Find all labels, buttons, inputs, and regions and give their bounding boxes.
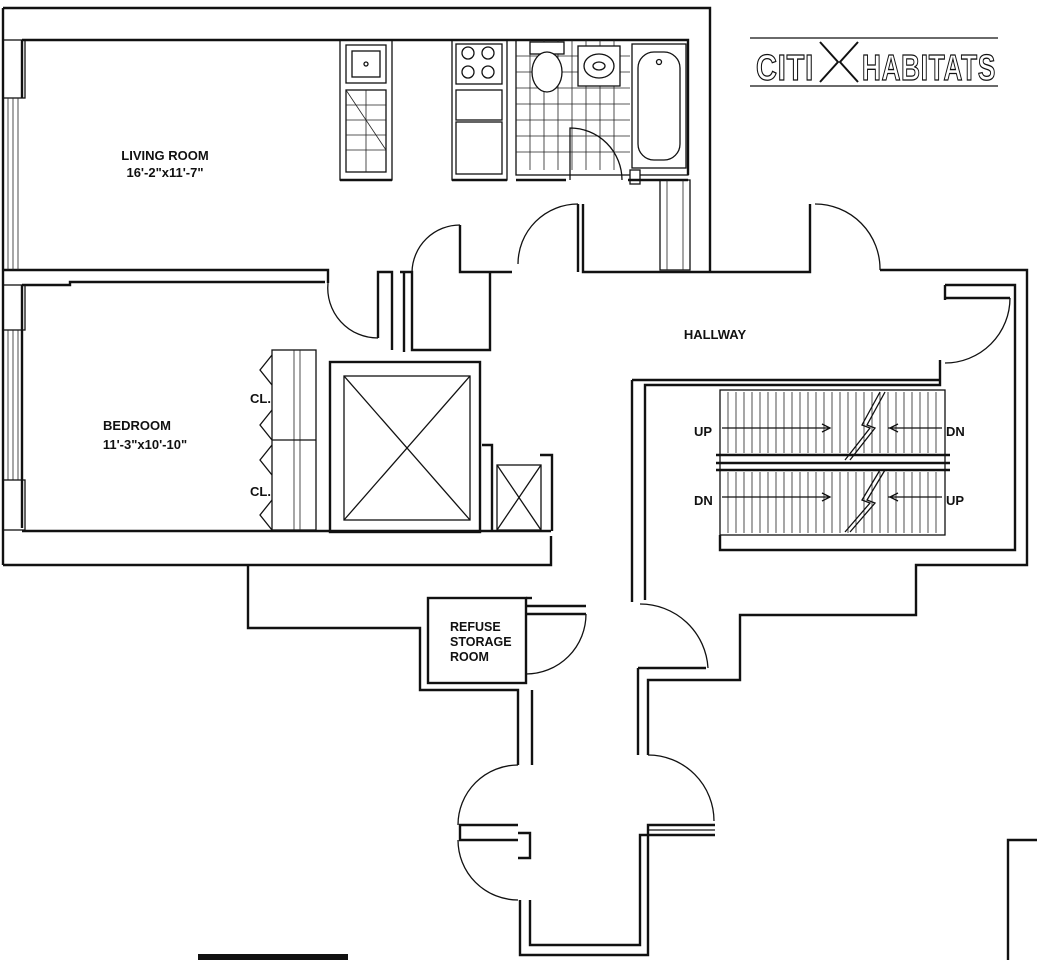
refuse-room-door-icon bbox=[525, 613, 587, 675]
lower-walls bbox=[246, 565, 586, 765]
stair-door-icon bbox=[944, 297, 1011, 364]
logo-text-habitats: HABITATS bbox=[862, 47, 996, 88]
stair-up-lower: UP bbox=[946, 493, 964, 508]
hallway-walls bbox=[630, 268, 1029, 755]
refuse-room-line3: ROOM bbox=[450, 650, 489, 664]
stair-down-lower: DN bbox=[694, 493, 713, 508]
closet-label-lower: CL. bbox=[250, 484, 271, 499]
apartment-entry-door-icon bbox=[517, 203, 579, 265]
small-shaft bbox=[482, 443, 554, 531]
vestibule-door-left-bottom-icon bbox=[457, 839, 519, 901]
bedroom-closets bbox=[259, 349, 317, 531]
bathroom-door-icon bbox=[569, 127, 641, 185]
hallway-right-door-icon bbox=[814, 203, 881, 271]
elevator-icon bbox=[328, 360, 482, 534]
living-room-name: LIVING ROOM bbox=[121, 148, 208, 163]
bedroom-name: BEDROOM bbox=[103, 418, 171, 433]
kitchen-stove bbox=[451, 39, 508, 181]
kitchen-sink bbox=[339, 39, 393, 181]
bedroom-window bbox=[2, 284, 26, 531]
refuse-room-line2: STORAGE bbox=[450, 635, 512, 649]
corridor-door-icon bbox=[639, 603, 709, 669]
apartment-walls bbox=[1, 6, 712, 567]
bathtub-icon bbox=[631, 43, 687, 169]
stairwell bbox=[716, 389, 950, 536]
toilet-icon bbox=[529, 41, 565, 93]
citi-habitats-logo: CITI HABITATS bbox=[750, 37, 998, 89]
hallway-label: HALLWAY bbox=[684, 327, 747, 342]
refuse-room-line1: REFUSE bbox=[450, 620, 501, 634]
cropped-title-fragment bbox=[198, 954, 348, 960]
shaft bbox=[659, 179, 691, 271]
logo-x-icon bbox=[819, 41, 859, 83]
inner-closet-walls bbox=[376, 224, 512, 352]
living-room-window bbox=[2, 39, 26, 270]
vestibule-walls bbox=[458, 823, 1037, 960]
stair-up-upper: UP bbox=[694, 424, 712, 439]
vestibule-door-left-top-icon bbox=[457, 764, 519, 826]
living-room-size: 16'-2"x11'-7" bbox=[126, 165, 203, 180]
stair-down-upper: DN bbox=[946, 424, 965, 439]
logo-text-citi: CITI bbox=[756, 47, 814, 88]
closet-label-upper: CL. bbox=[250, 391, 271, 406]
bedroom-size: 11'-3"x10'-10" bbox=[103, 437, 187, 452]
bedroom-door-icon bbox=[327, 282, 379, 339]
washbasin-icon bbox=[577, 45, 621, 87]
apartment-entry-wall bbox=[581, 204, 812, 274]
vestibule-door-right-icon bbox=[647, 754, 715, 822]
